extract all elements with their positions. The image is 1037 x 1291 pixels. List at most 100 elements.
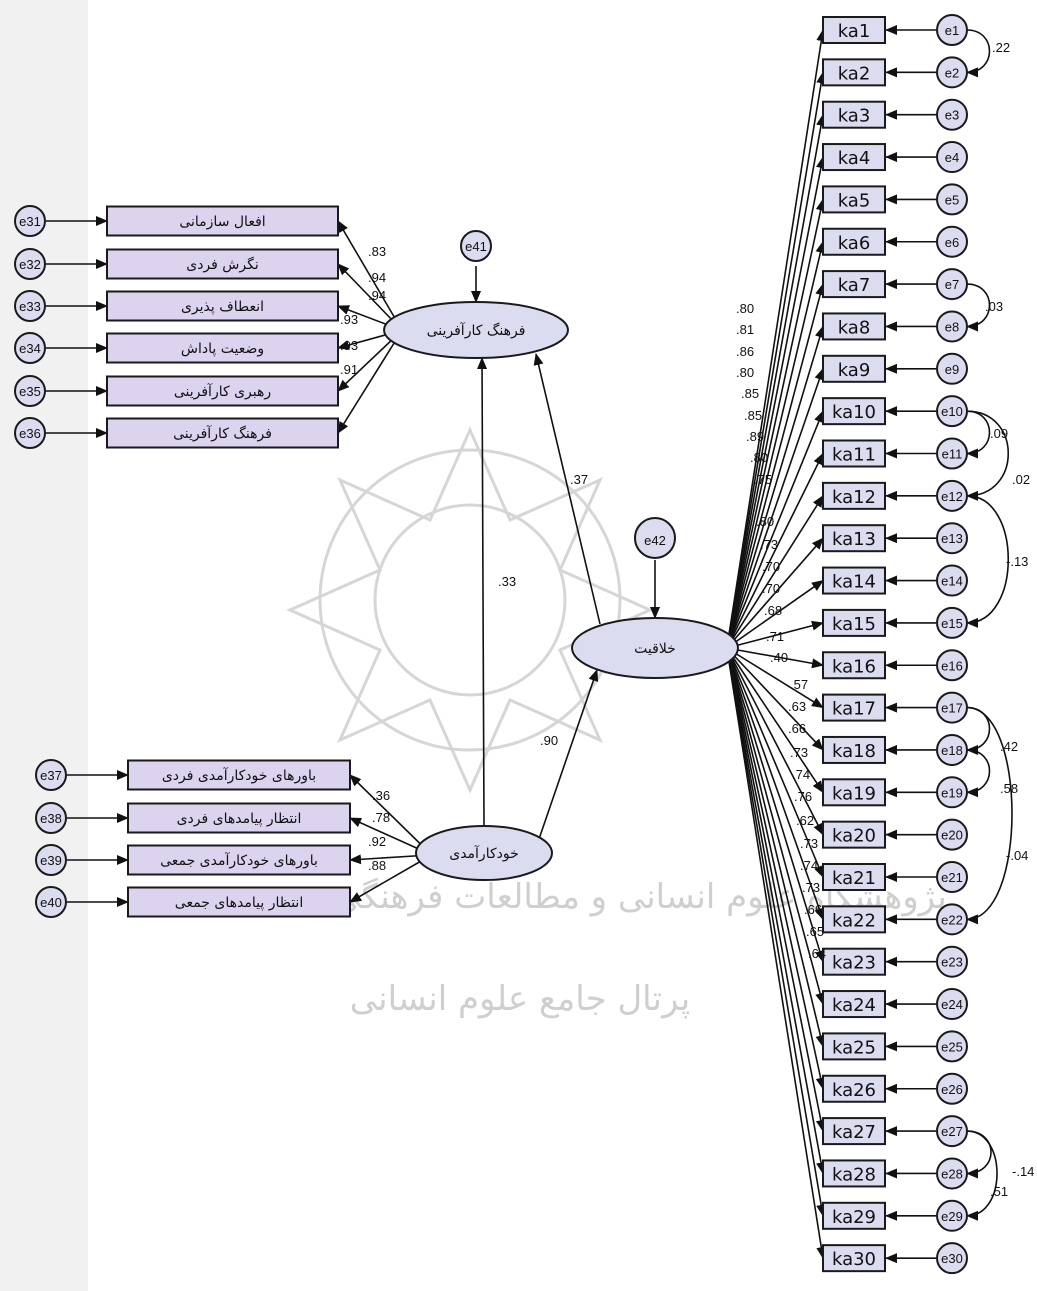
- ka-label: ka18: [832, 741, 876, 762]
- loading-label: .85: [741, 386, 759, 401]
- ka-rect: [822, 820, 886, 849]
- latent-label: خودکارآمدی: [449, 845, 519, 862]
- error-term-label: e29: [941, 1209, 963, 1224]
- loading-label: .80: [756, 514, 774, 529]
- ka-box: ka25: [822, 1032, 886, 1061]
- loading-arrow: [337, 220, 397, 321]
- ka-box: ka24: [822, 990, 886, 1019]
- error-term-circle: [936, 183, 968, 216]
- ka-rect: [822, 693, 886, 722]
- error-term-e22: e22: [936, 903, 968, 936]
- ka-rect: [822, 312, 886, 341]
- path-coef-efficacy-creativity: .90: [540, 733, 558, 748]
- ka-rect: [822, 58, 886, 87]
- ka-label: ka12: [832, 487, 876, 508]
- error-term-circle: [936, 395, 968, 428]
- ka-box: ka11: [822, 439, 886, 468]
- covariance-e27-e29: [955, 1126, 998, 1221]
- error-term-label: e1: [945, 23, 959, 38]
- error-term-circle: [14, 375, 46, 407]
- error-term-circle: [35, 802, 67, 834]
- coefficient-labels: .83.94.94.93.93.91.36.78.92.88.37.33.90.…: [340, 40, 1034, 1199]
- loading-arrow: [727, 650, 824, 878]
- latent-creativity: خلاقیت: [571, 617, 739, 679]
- error-term-label: e32: [19, 257, 41, 272]
- loading-label: .73: [800, 836, 818, 851]
- loading-label: .64: [808, 946, 826, 961]
- indicator-label: فرهنگ کارآفرینی: [173, 425, 272, 442]
- ka-label: ka6: [838, 233, 871, 254]
- error-term-circle: [936, 14, 968, 46]
- indicator-box: باورهای خودکارآمدی فردی: [127, 759, 351, 791]
- ka-rect: [822, 608, 886, 637]
- loading-arrow: [727, 648, 824, 709]
- error-term-circle: [936, 310, 968, 343]
- error-term-circle: [936, 98, 968, 131]
- loading-arrow: [727, 113, 826, 642]
- ka-rect: [822, 185, 886, 214]
- error-term-circle: [936, 733, 968, 766]
- indicator-label: انتظار پیامدهای فردی: [177, 811, 302, 827]
- loading-arrow: [337, 335, 397, 392]
- ka-rect: [822, 16, 886, 44]
- error-term-label: e14: [941, 574, 963, 589]
- error-term-circle: [936, 522, 968, 555]
- error-term-e11: e11: [936, 437, 968, 470]
- indicator-box: نگرش فردی: [106, 248, 339, 280]
- indicator-rect: [106, 417, 339, 449]
- latent-ellipse: [571, 617, 739, 679]
- loading-label: .76: [794, 789, 812, 804]
- ka-rect: [822, 905, 886, 934]
- covariance-e10-e12: [955, 406, 1010, 501]
- indicator-box: وضعیت پاداش: [106, 332, 339, 364]
- ka-box: ka2: [822, 58, 886, 87]
- ka-rect: [822, 354, 886, 383]
- loading-label: .78: [372, 810, 390, 825]
- covariance-label: .51: [990, 1184, 1008, 1199]
- path-efficacy-to-culture: [477, 357, 488, 827]
- error-term-label: e23: [941, 955, 963, 970]
- ka-label: ka15: [832, 614, 876, 635]
- error-term-e34: e34: [14, 332, 46, 364]
- error-term-e26: e26: [936, 1072, 968, 1105]
- loading-label: .81: [736, 322, 754, 337]
- loading-label: .93: [340, 338, 358, 353]
- error-term-label: e22: [941, 912, 963, 927]
- error-term-label: e37: [40, 768, 62, 783]
- indicator-label: رهبری کارآفرینی: [174, 383, 271, 400]
- loading-arrow: [727, 647, 824, 669]
- indicator-box: انتظار پیامدهای جمعی: [127, 886, 351, 918]
- error-term-circle: [936, 861, 968, 893]
- loading-label: .65: [806, 924, 824, 939]
- loading-label: .70: [762, 581, 780, 596]
- indicator-label: باورهای خودکارآمدی جمعی: [160, 852, 318, 869]
- error-term-circle: [936, 1030, 968, 1063]
- loading-label: .91: [340, 362, 358, 377]
- ka-label: ka16: [832, 656, 876, 677]
- loading-arrow: [337, 263, 397, 325]
- error-term-circle: [936, 1199, 968, 1232]
- loading-arrow: [727, 452, 824, 647]
- error-term-circle: [35, 759, 67, 791]
- error-term-label: e17: [941, 701, 963, 716]
- loading-label: .68: [764, 603, 782, 618]
- loading-arrow: [727, 198, 826, 643]
- error-term-circle: [14, 290, 46, 322]
- error-term-e15: e15: [936, 606, 968, 639]
- latent-label: فرهنگ کارآفرینی: [427, 322, 526, 339]
- loading-label: .88: [368, 858, 386, 873]
- error-term-label: e26: [941, 1082, 963, 1097]
- error-term-label: e19: [941, 785, 963, 800]
- ka-label: ka3: [838, 106, 871, 127]
- error-term-label: e21: [941, 870, 963, 885]
- loading-arrow: [727, 71, 827, 642]
- loading-arrow: [727, 240, 826, 644]
- error-term-circle: [14, 417, 46, 449]
- error-term-e30: e30: [936, 1242, 968, 1275]
- ka-label: ka4: [838, 148, 871, 169]
- ka-box: ka18: [822, 735, 886, 764]
- loading-label: .57: [790, 677, 808, 692]
- loading-arrow: [727, 648, 824, 751]
- ka-box: ka1: [822, 16, 886, 44]
